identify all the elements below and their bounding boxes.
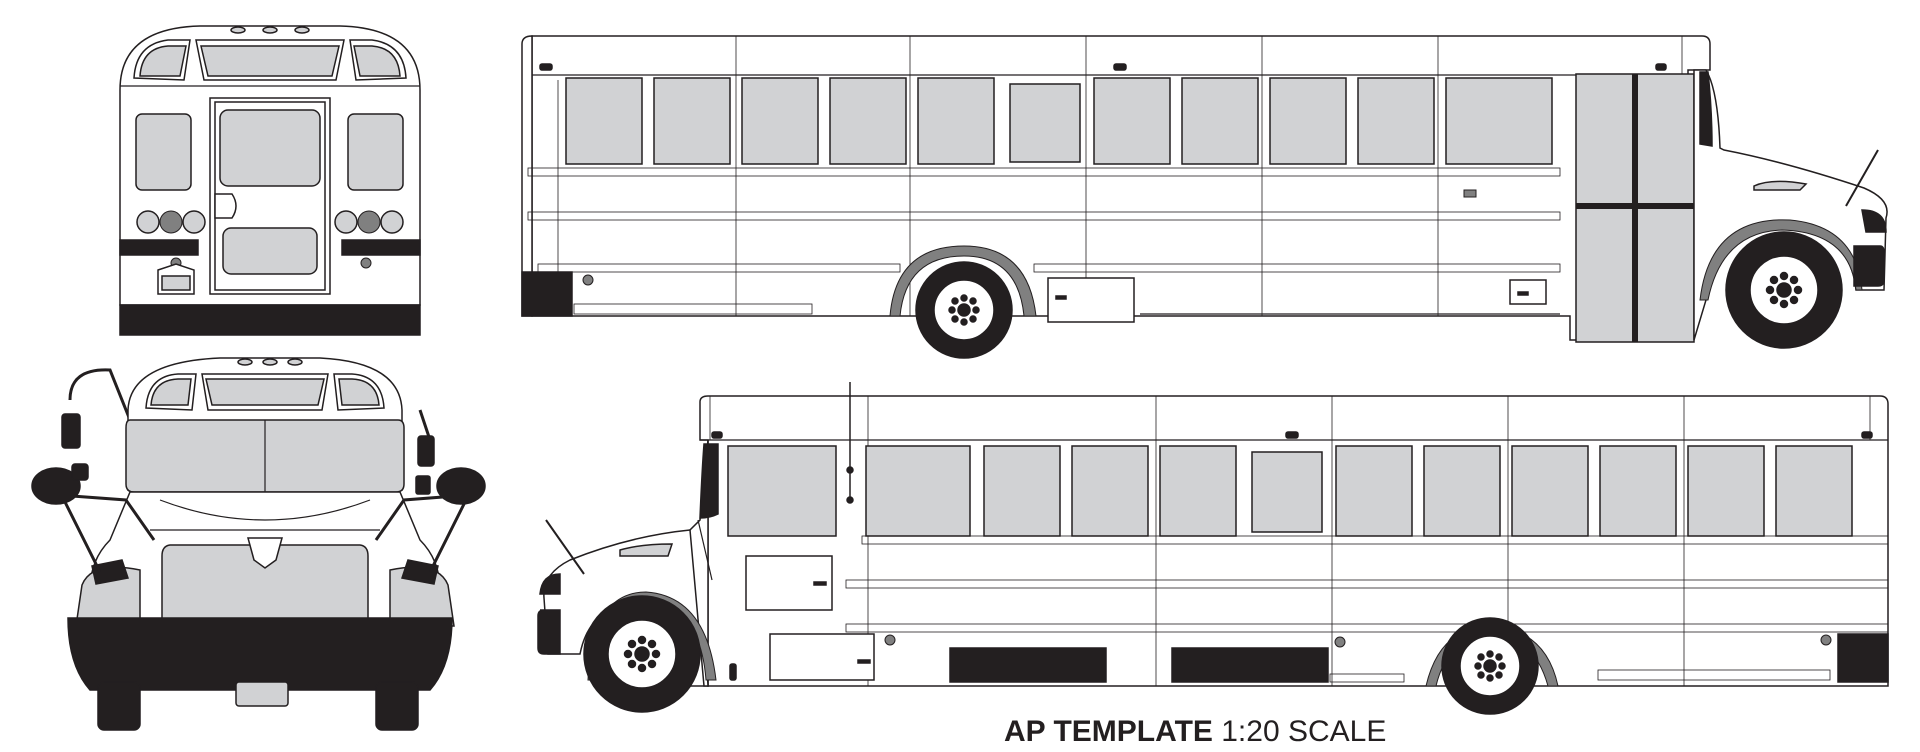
front-view <box>31 357 486 731</box>
caption-scale: 1:20 SCALE <box>1221 715 1387 748</box>
caption-title: AP TEMPLATE <box>1004 715 1213 748</box>
rear-view <box>119 25 421 336</box>
right-side-view <box>521 35 1888 359</box>
left-side-view <box>537 382 1889 715</box>
template-caption: AP TEMPLATE 1:20 SCALE <box>1004 714 1386 750</box>
